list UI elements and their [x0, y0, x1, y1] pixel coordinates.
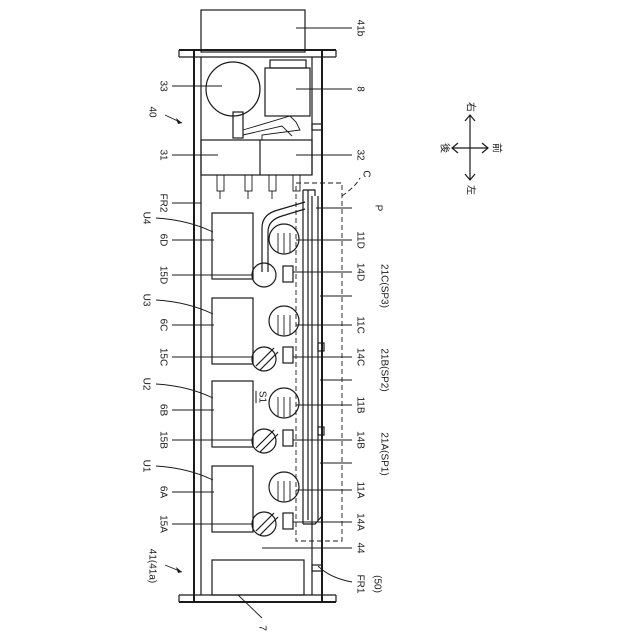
block-31-32 [201, 140, 312, 175]
label-41b: 41b [355, 20, 366, 37]
label-15D: 15D [158, 266, 169, 284]
label-41: 41(41a) [147, 549, 158, 583]
compass-back-label: 後 [439, 143, 452, 153]
label-14B: 14B [355, 431, 366, 449]
pipe-stubs [217, 175, 300, 199]
label-U2: U2 [141, 378, 152, 391]
label-6C: 6C [158, 319, 169, 332]
label-6D: 6D [158, 234, 169, 247]
label-33: 33 [158, 80, 169, 92]
label-15C: 15C [158, 348, 169, 366]
label-11A: 11A [355, 481, 366, 498]
label-11D: 11D [355, 231, 366, 249]
label-21C: 21C(SP3) [379, 264, 390, 308]
label-32: 32 [355, 149, 366, 161]
label-6B: 6B [158, 404, 169, 417]
label-11B: 11B [355, 396, 366, 413]
label-P: P [373, 205, 384, 212]
compass-right-label: 右 [465, 102, 478, 112]
label-14A: 14A [355, 513, 366, 531]
top-duct-41b [201, 10, 305, 52]
linkage [243, 116, 300, 140]
label-21B: 21B(SP2) [379, 348, 390, 391]
compass-left-label: 左 [465, 185, 478, 195]
compass-front-label: 前 [491, 143, 504, 153]
unit-U4 [212, 202, 305, 287]
label-U4: U4 [141, 212, 152, 225]
unit-U2 [212, 381, 299, 453]
component-8 [265, 60, 310, 116]
component-7 [212, 560, 304, 595]
label-FR1: FR1 [355, 575, 366, 594]
unit-U3 [212, 298, 299, 371]
label-15B: 15B [158, 431, 169, 449]
label-40: 40 [147, 106, 158, 118]
label-11C: 11C [355, 316, 366, 334]
label-U3: U3 [141, 294, 152, 307]
label-21A: 21A(SP1) [379, 432, 390, 475]
label-6A: 6A [158, 486, 169, 499]
label-7: 7 [257, 625, 268, 631]
fan-33 [206, 62, 260, 138]
leader-arrows [176, 118, 182, 573]
label-15A: 15A [158, 515, 169, 533]
label-14C: 14C [355, 348, 366, 366]
unit-U1 [212, 466, 299, 536]
label-U1: U1 [141, 460, 152, 473]
label-44: 44 [355, 542, 366, 554]
label-50: (50) [372, 575, 383, 593]
label-FR2: FR2 [158, 194, 169, 213]
label-14D: 14D [355, 263, 366, 281]
label-8: 8 [355, 86, 366, 92]
label-S1: S1 [257, 391, 268, 404]
label-31: 31 [158, 149, 169, 161]
compass [452, 115, 488, 180]
label-C: C [361, 170, 372, 177]
